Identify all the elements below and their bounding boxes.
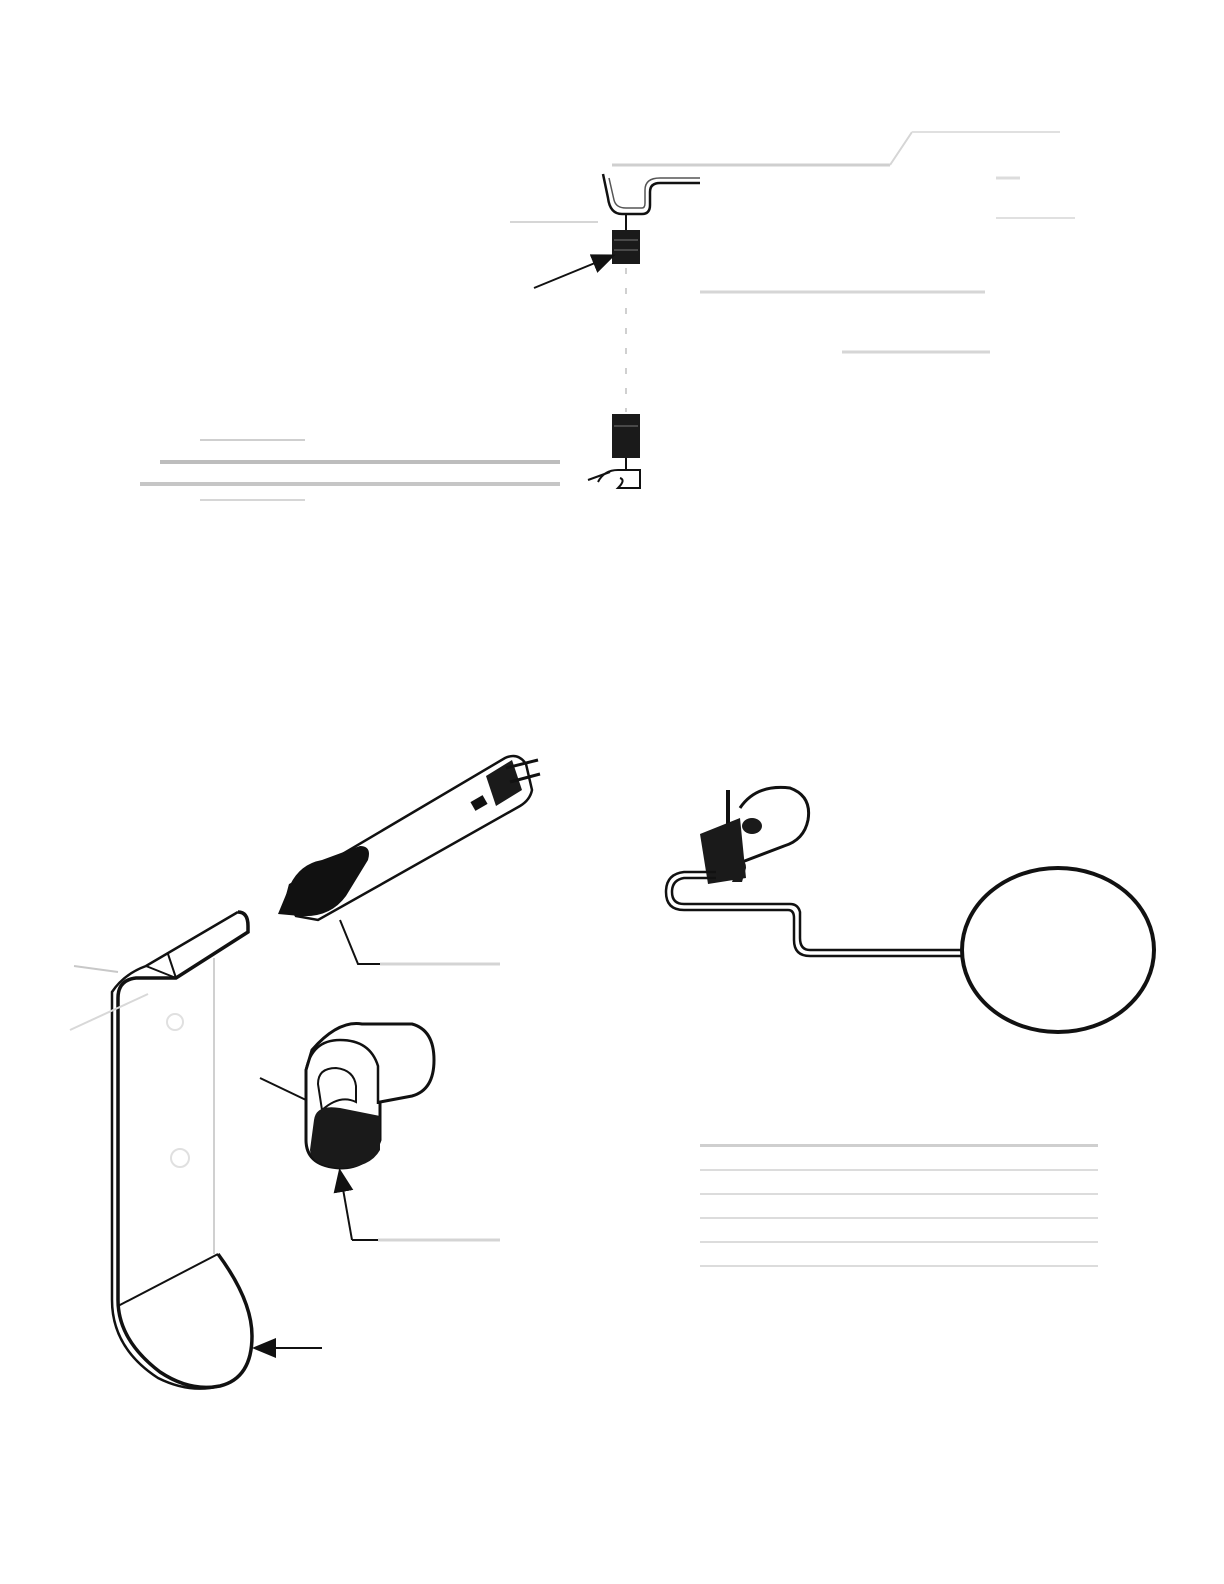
float-body <box>700 818 746 884</box>
tube-lead-wire <box>505 758 539 770</box>
clip-leader <box>259 1077 307 1101</box>
valve-block-lower <box>612 414 640 458</box>
table-row <box>700 1171 1098 1195</box>
tube-leader <box>339 919 380 965</box>
table-row <box>700 1147 1098 1171</box>
bracket-outline <box>116 910 254 1390</box>
float-rod-edge <box>664 870 962 958</box>
faint-leader-line <box>889 131 913 166</box>
bracket-hole <box>166 1013 184 1031</box>
tube-contact <box>470 795 488 811</box>
table-row <box>700 1243 1098 1267</box>
bracket-hole <box>170 1148 190 1168</box>
arrow-tube-clip <box>333 1168 354 1241</box>
bracket-edge <box>110 910 239 1390</box>
float-ball <box>960 866 1156 1034</box>
float-rod <box>670 876 962 952</box>
spec-table <box>700 1122 1098 1267</box>
tube-lead-wire <box>509 772 541 784</box>
tube-clip-inner <box>316 1066 357 1112</box>
float-body-foot <box>732 860 746 882</box>
valve-clip-lower <box>597 469 641 489</box>
float-guide-loop <box>738 785 811 864</box>
valve-block-upper <box>612 230 640 264</box>
tilt-switch-assembly <box>69 754 541 1390</box>
tube-clip-curl <box>304 1038 380 1104</box>
mercury-bulb <box>278 846 369 917</box>
faint-leader-line <box>73 965 119 973</box>
valve-rod-upper-edge <box>608 177 700 209</box>
valve-rod-upper <box>601 173 700 216</box>
float-knob <box>742 818 762 834</box>
table-row <box>700 1122 1098 1147</box>
clip-leader <box>587 471 611 481</box>
tube-clip-shadow <box>310 1107 380 1168</box>
bracket-fold <box>145 953 177 979</box>
table-row <box>700 1195 1098 1219</box>
top-valve-assembly <box>140 131 1075 501</box>
arrow-upper-block <box>533 254 616 289</box>
faint-leader-line <box>69 993 149 1031</box>
bracket-crease <box>117 1253 219 1307</box>
table-row <box>700 1219 1098 1243</box>
tube-terminal <box>486 760 522 806</box>
float-assembly <box>664 785 1156 1034</box>
